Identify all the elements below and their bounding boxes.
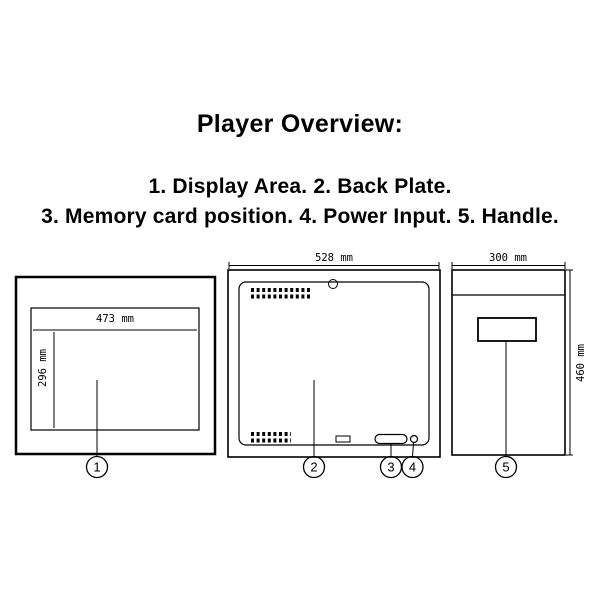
callout-5-circle xyxy=(494,455,518,479)
back-plate-rect xyxy=(238,281,430,446)
leader-line-4 xyxy=(412,442,414,457)
memory-card-slot xyxy=(374,433,408,445)
back-view xyxy=(227,262,441,479)
back-width-label: 528 mm xyxy=(315,252,353,264)
callout-4-number: 4 xyxy=(409,460,416,475)
page-title: Player Overview: xyxy=(196,110,404,138)
back-outer-frame xyxy=(227,269,441,458)
display-area-rect xyxy=(30,307,200,431)
front-width-label: 473 mm xyxy=(96,313,134,325)
callout-3-number: 3 xyxy=(387,460,394,475)
callout-4-circle xyxy=(401,455,424,479)
handle-rect xyxy=(477,317,537,342)
legend-line-2: 3. Memory card position. 4. Power Input.… xyxy=(41,205,559,228)
side-view xyxy=(451,262,573,479)
front-height-label: 296 mm xyxy=(37,349,49,387)
callout-2-number: 2 xyxy=(310,460,317,475)
side-height-label: 460 mm xyxy=(575,344,587,382)
power-input-port xyxy=(409,434,419,444)
legend: 1. Display Area. 2. Back Plate. 3. Memor… xyxy=(0,172,600,232)
legend-line-1: 1. Display Area. 2. Back Plate. xyxy=(148,175,452,198)
callout-1-number: 1 xyxy=(93,460,100,475)
connector-slot xyxy=(335,435,351,443)
side-width-label: 300 mm xyxy=(489,252,527,264)
callout-1-circle xyxy=(85,455,109,479)
side-outer-frame xyxy=(451,269,566,456)
technical-drawing: 473 mm 296 mm 1 528 mm 2 3 4 xyxy=(14,252,587,479)
hanging-notch xyxy=(328,279,338,289)
callout-5-number: 5 xyxy=(502,460,509,475)
front-view xyxy=(14,275,217,479)
callout-2-circle xyxy=(302,455,326,479)
front-outer-frame xyxy=(14,275,217,456)
